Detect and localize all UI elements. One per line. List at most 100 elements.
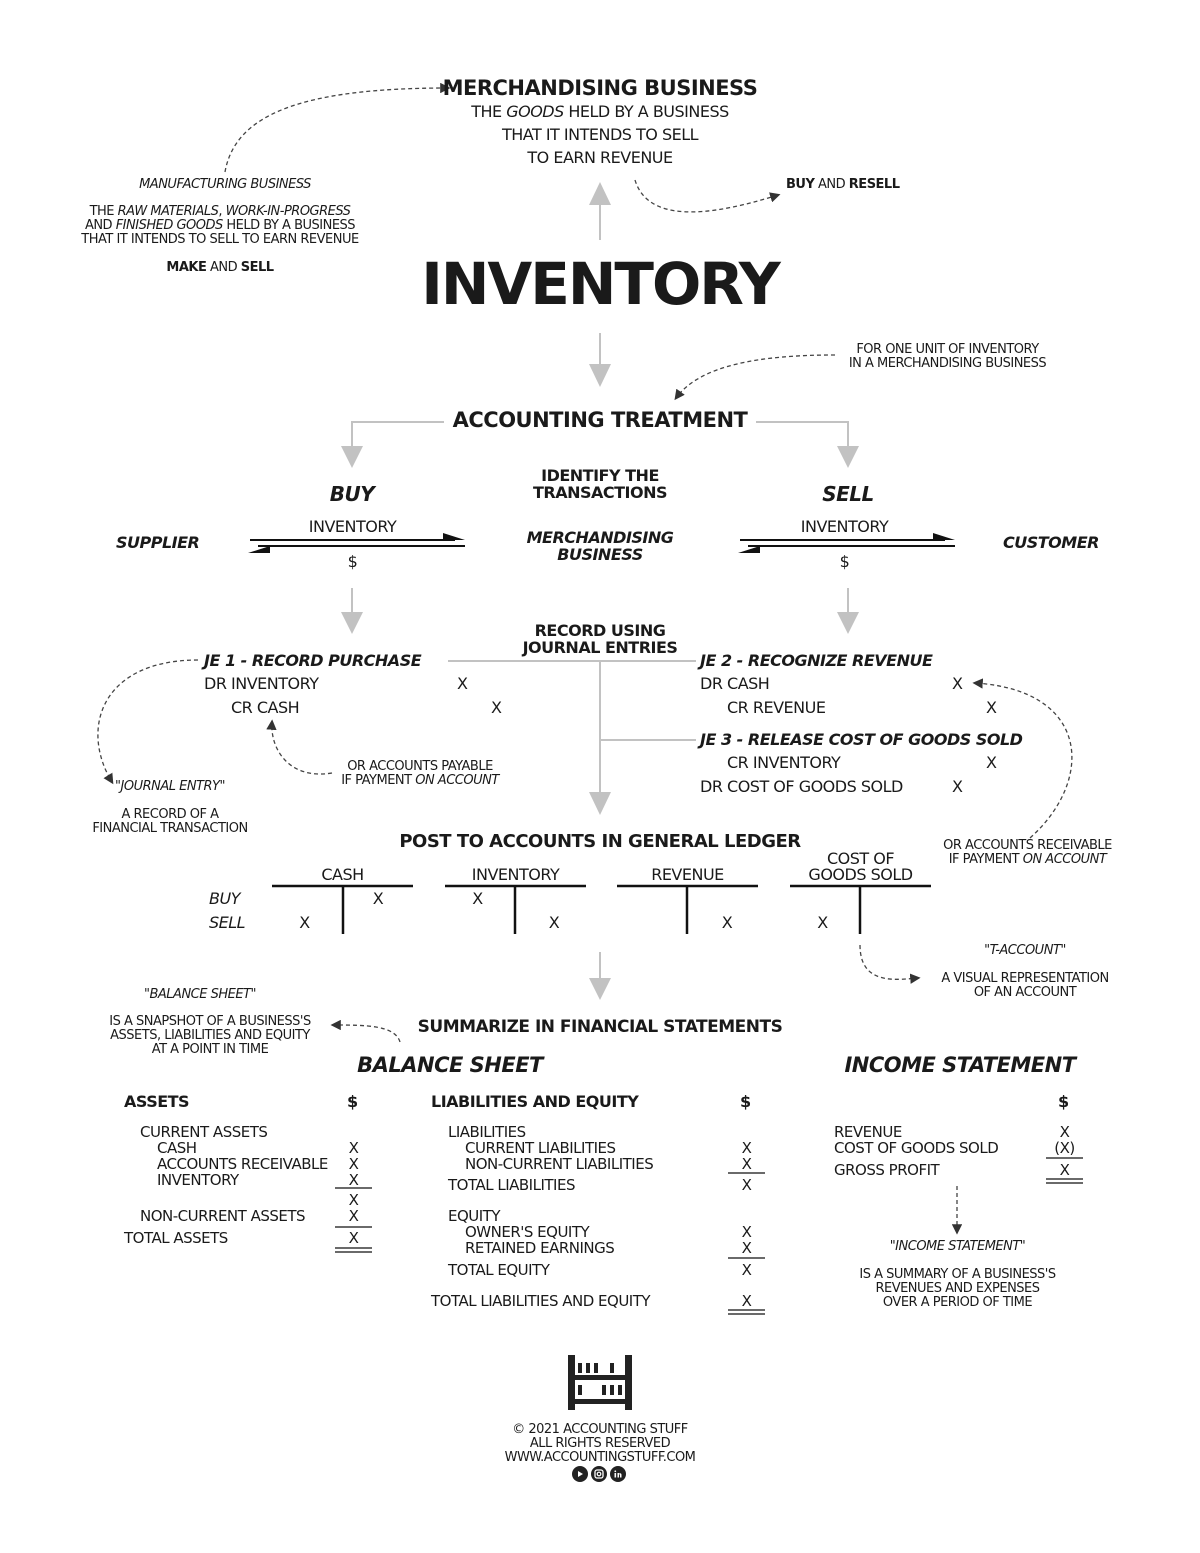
- t-account-revenue-name: REVENUE: [651, 865, 724, 884]
- summarize-title: SUMMARIZE IN FINANCIAL STATEMENTS: [417, 1017, 783, 1037]
- je2-dr-label: DR CASH: [700, 674, 770, 693]
- footer-url[interactable]: WWW.ACCOUNTINGSTUFF.COM: [504, 1450, 696, 1465]
- main-title: INVENTORY: [421, 250, 781, 318]
- cash-label: CASH: [157, 1139, 197, 1157]
- le-dollar: $: [740, 1092, 751, 1111]
- income-statement-term: "INCOME STATEMENT": [889, 1239, 1026, 1254]
- je1-dr-label: DR INVENTORY: [204, 674, 319, 693]
- je2-dr-amount: X: [952, 674, 963, 693]
- t-account-term: "T-ACCOUNT": [984, 943, 1066, 958]
- accounts-payable-note-2: IF PAYMENT ON ACCOUNT: [320, 774, 520, 788]
- identify-transactions: IDENTIFY THE TRANSACTIONS: [532, 466, 668, 502]
- manuf-def-line2: AND FINISHED GOODS HELD BY A BUSINESS: [60, 219, 380, 233]
- buy-arrow-dollar: $: [347, 552, 358, 571]
- record-using-label: RECORD USING JOURNAL ENTRIES: [522, 621, 678, 657]
- is-gross-profit-amount: X: [1059, 1161, 1070, 1179]
- assets-dollar: $: [347, 1092, 358, 1111]
- t-account-inventory-name: INVENTORY: [471, 865, 560, 884]
- t-account-cash-name: CASH: [321, 865, 364, 884]
- post-ledger-title: POST TO ACCOUNTS IN GENERAL LEDGER: [399, 831, 801, 852]
- manuf-l2c: HELD BY A BUSINESS: [222, 218, 356, 233]
- ar-amount: X: [348, 1155, 359, 1173]
- dashed-arrow-balance-sheet: [330, 1019, 401, 1043]
- dashed-arrow-unit-note: [674, 354, 836, 401]
- total-le-amount: X: [741, 1292, 752, 1310]
- le-header: LIABILITIES AND EQUITY: [431, 1092, 639, 1111]
- manuf-l1d: WORK-IN-PROGRESS: [225, 204, 351, 219]
- je2-cr-amount: X: [986, 698, 997, 717]
- branch-left: [351, 421, 444, 450]
- manuf-l1a: THE: [89, 204, 118, 219]
- total-equity-amount: X: [741, 1261, 752, 1279]
- make-word: MAKE: [166, 260, 207, 275]
- total-assets-label: TOTAL ASSETS: [124, 1229, 228, 1247]
- t-account-def: A VISUAL REPRESENTATION OF AN ACCOUNT: [941, 971, 1109, 1000]
- je1-cr-amount: X: [491, 698, 502, 717]
- receivable-note-1: OR ACCOUNTS RECEIVABLE: [943, 838, 1112, 853]
- ar-note-c: ON ACCOUNT: [1022, 852, 1107, 867]
- make-sell-label: MAKE AND SELL: [120, 261, 320, 275]
- je3-title: JE 3 - RELEASE COST OF GOODS SOLD: [700, 730, 1023, 749]
- manuf-l1c: ,: [218, 204, 226, 219]
- linkedin-icon[interactable]: [610, 1466, 626, 1482]
- accounting-treatment-title: ACCOUNTING TREATMENT: [452, 408, 748, 432]
- footer-copyright: © 2021 ACCOUNTING STUFF: [512, 1422, 688, 1437]
- gray-arrow-down-1: [589, 333, 611, 387]
- t-account-lines: [272, 884, 931, 934]
- buy-resell-label: BUY AND RESELL: [786, 178, 900, 192]
- is-revenue-label: REVENUE: [834, 1123, 902, 1141]
- balance-sheet-def: IS A SNAPSHOT OF A BUSINESS'S ASSETS, LI…: [109, 1014, 311, 1057]
- buy-double-arrow: [248, 533, 465, 553]
- owners-equity-amount: X: [741, 1223, 752, 1241]
- current-liabilities-amount: X: [741, 1139, 752, 1157]
- balance-sheet-term: "BALANCE SHEET": [144, 987, 256, 1002]
- je1-dr-amount: X: [457, 674, 468, 693]
- manuf-l1b: RAW MATERIALS: [117, 204, 219, 219]
- total-liabilities-label: TOTAL LIABILITIES: [448, 1176, 575, 1194]
- buy-word: BUY: [786, 177, 815, 192]
- non-current-liabilities-label: NON-CURRENT LIABILITIES: [465, 1155, 654, 1173]
- je1-cr-label: CR CASH: [231, 698, 300, 717]
- is-cogs-label: COST OF GOODS SOLD: [834, 1139, 999, 1157]
- manuf-def-line1: THE RAW MATERIALS, WORK-IN-PROGRESS: [60, 205, 380, 219]
- bs-total-lines: [335, 1157, 1083, 1315]
- journal-entry-term: "JOURNAL ENTRY": [115, 779, 225, 794]
- inventory-amount: X: [348, 1171, 359, 1189]
- t-account-cogs-sell-dr: X: [817, 913, 828, 932]
- ap-note-b: IF PAYMENT: [341, 773, 416, 788]
- inventory-label: INVENTORY: [157, 1171, 239, 1189]
- sell-double-arrow: [738, 533, 955, 553]
- customer-label: CUSTOMER: [1003, 533, 1099, 552]
- je2-cr-label: CR REVENUE: [727, 698, 826, 717]
- gray-arrow-down-buy: [341, 588, 363, 634]
- assets-header: ASSETS: [124, 1092, 190, 1111]
- current-liabilities-label: CURRENT LIABILITIES: [465, 1139, 616, 1157]
- buy-arrow-inventory: INVENTORY: [308, 517, 397, 536]
- ap-note-c: ON ACCOUNT: [415, 773, 499, 788]
- t-account-cash-buy-cr: X: [372, 889, 384, 908]
- sell-word: SELL: [240, 260, 274, 275]
- income-statement-def: IS A SUMMARY OF A BUSINESS'S REVENUES AN…: [859, 1267, 1056, 1310]
- non-current-assets-label: NON-CURRENT ASSETS: [140, 1207, 306, 1225]
- social-icons: [572, 1466, 628, 1482]
- cash-amount: X: [348, 1139, 359, 1157]
- je-connector: [448, 660, 696, 795]
- sell-heading: SELL: [822, 482, 874, 506]
- gray-arrow-down-3: [589, 952, 611, 1000]
- je3-cr-amount: X: [986, 753, 997, 772]
- merch-business-label: MERCHANDISING BUSINESS: [526, 528, 674, 564]
- gray-arrow-down-sell: [837, 588, 859, 634]
- liabilities-label: LIABILITIES: [448, 1123, 526, 1141]
- youtube-icon[interactable]: [572, 1466, 588, 1482]
- instagram-icon[interactable]: [591, 1466, 607, 1482]
- t-account-cogs-name: COST OF GOODS SOLD: [808, 849, 913, 884]
- resell-word: RESELL: [848, 177, 900, 192]
- supplier-label: SUPPLIER: [116, 533, 200, 552]
- merch-title: MERCHANDISING BUSINESS: [442, 76, 758, 100]
- ar-note-b: IF PAYMENT: [948, 852, 1023, 867]
- ledger-row-buy: BUY: [209, 889, 240, 908]
- t-account-inventory-sell-cr: X: [548, 913, 560, 932]
- abacus-logo-icon: [568, 1355, 632, 1410]
- sell-arrow-dollar: $: [839, 552, 850, 571]
